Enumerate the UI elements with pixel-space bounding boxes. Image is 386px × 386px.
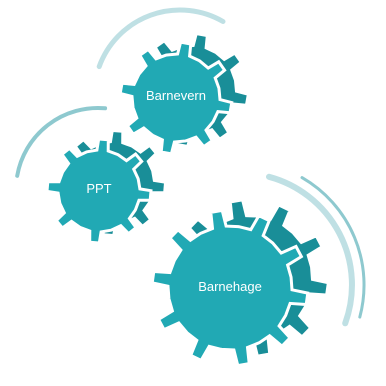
gear-ppt-label: PPT <box>86 181 111 196</box>
gear-ppt-face <box>45 137 153 245</box>
orbit-arc <box>266 173 355 327</box>
gear-barnehage-label: Barnehage <box>198 279 262 294</box>
arcs-layer <box>15 7 366 327</box>
gear-barnevern: Barnevern <box>118 33 249 156</box>
orbit-arc <box>96 7 226 70</box>
gear-barnehage: Barnehage <box>150 199 329 368</box>
gear-barnevern-label: Barnevern <box>146 88 206 103</box>
gear-ppt: PPT <box>45 129 167 245</box>
orbit-arc <box>300 176 366 319</box>
orbit-arc <box>15 105 108 178</box>
gear-barnevern-face <box>118 40 234 156</box>
gear-barnehage-face <box>150 208 310 368</box>
